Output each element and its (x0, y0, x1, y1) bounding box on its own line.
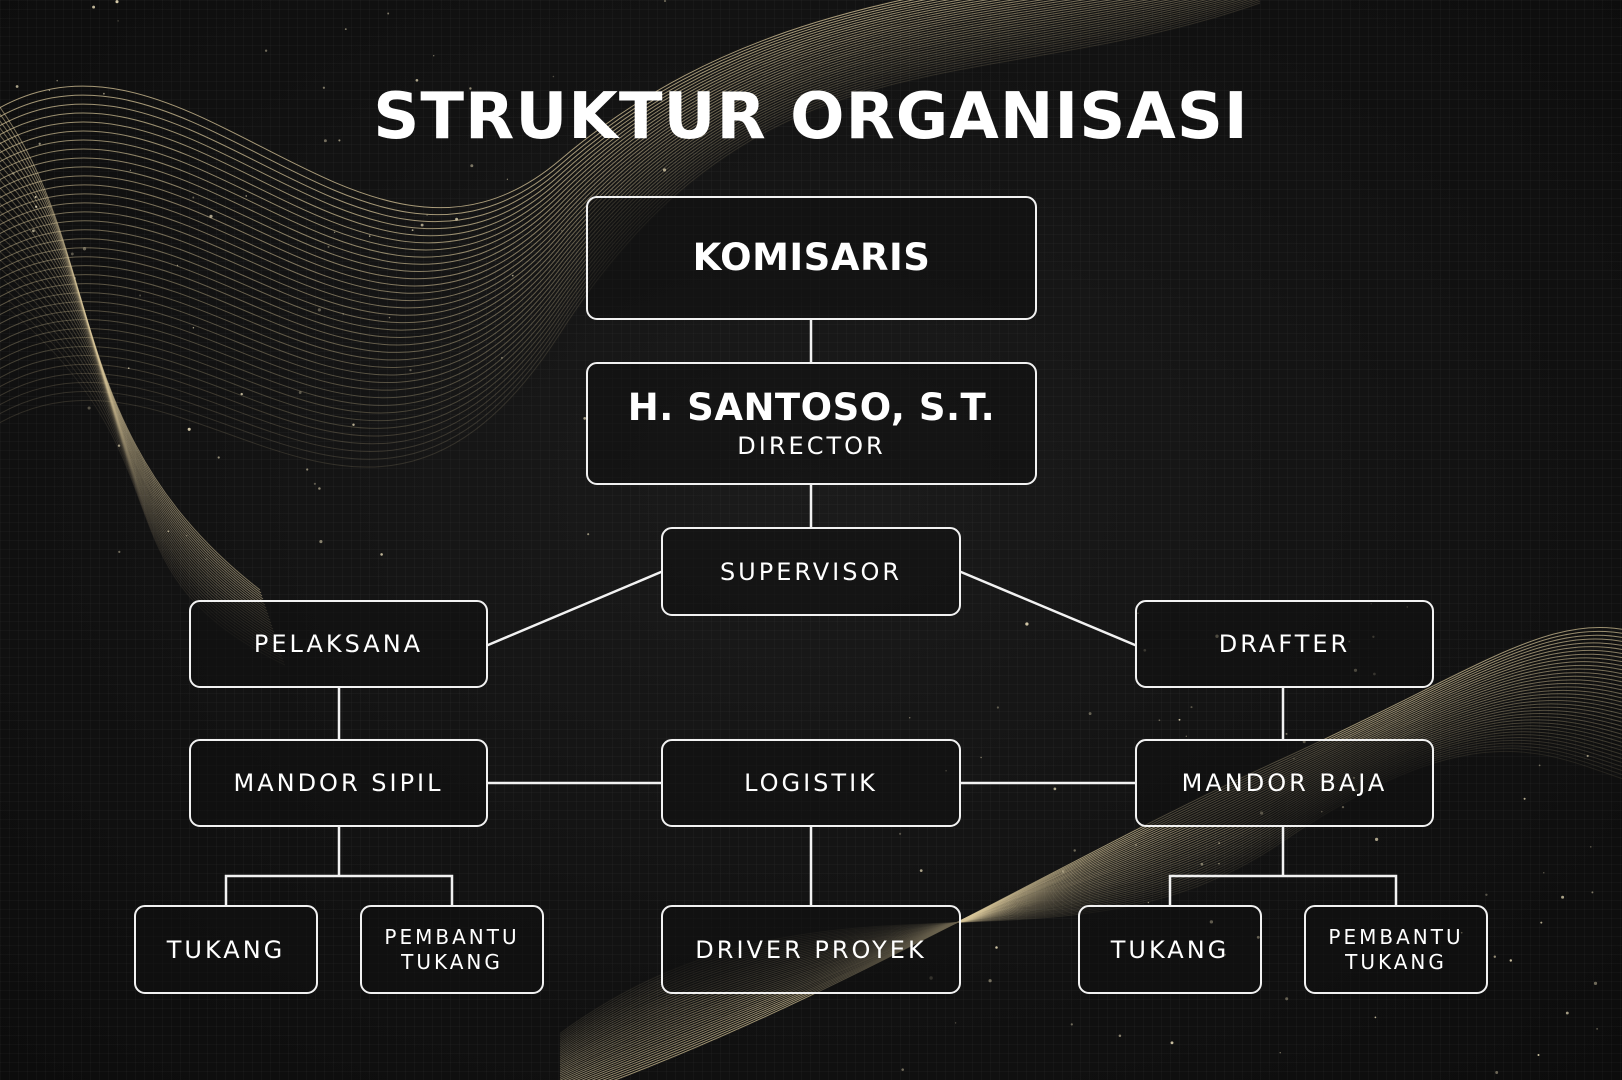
node-director-role: DIRECTOR (737, 431, 886, 460)
node-komisaris: KOMISARIS (586, 196, 1037, 320)
node-pelaksana: PELAKSANA (189, 600, 488, 688)
node-tukang-left: TUKANG (134, 905, 318, 994)
node-mandor-baja: MANDOR BAJA (1135, 739, 1434, 827)
node-pembantu-tukang-right: PEMBANTU TUKANG (1304, 905, 1488, 994)
connector-supervisor-drafter (959, 570, 1137, 647)
node-mandor-sipil-label: MANDOR SIPIL (233, 769, 444, 797)
node-tukang-right-label: TUKANG (1110, 935, 1230, 964)
node-drafter-label: DRAFTER (1218, 630, 1351, 658)
node-driver-proyek: DRIVER PROYEK (661, 905, 961, 994)
node-mandor-sipil: MANDOR SIPIL (189, 739, 488, 827)
node-tukang-left-label: TUKANG (166, 935, 286, 964)
connector-mandor-sipil-children (224, 825, 454, 907)
wave-band-top-left (0, 0, 1261, 468)
node-pembantu-left-line1: PEMBANTU (384, 924, 520, 949)
page-title: STRUKTUR ORGANISASI (373, 80, 1249, 154)
node-driver-label: DRIVER PROYEK (695, 935, 927, 964)
node-komisaris-label: KOMISARIS (692, 235, 931, 279)
node-director: H. SANTOSO, S.T. DIRECTOR (586, 362, 1037, 485)
node-pelaksana-label: PELAKSANA (253, 630, 424, 658)
sparkles (12, 0, 1598, 1074)
connector-mandor-baja-children (1168, 825, 1398, 907)
node-pembantu-right-line2: TUKANG (1345, 949, 1447, 974)
node-pembantu-right-line1: PEMBANTU (1328, 924, 1464, 949)
node-logistik: LOGISTIK (661, 739, 961, 827)
connector-supervisor-pelaksana (486, 570, 663, 647)
node-mandor-baja-label: MANDOR BAJA (1181, 769, 1388, 797)
node-supervisor: SUPERVISOR (661, 527, 961, 616)
node-tukang-right: TUKANG (1078, 905, 1262, 994)
node-pembantu-left-line2: TUKANG (401, 949, 503, 974)
node-director-name: H. SANTOSO, S.T. (627, 386, 996, 430)
node-logistik-label: LOGISTIK (744, 769, 878, 797)
node-supervisor-label: SUPERVISOR (719, 557, 903, 586)
node-pembantu-tukang-left: PEMBANTU TUKANG (360, 905, 544, 994)
node-drafter: DRAFTER (1135, 600, 1434, 688)
